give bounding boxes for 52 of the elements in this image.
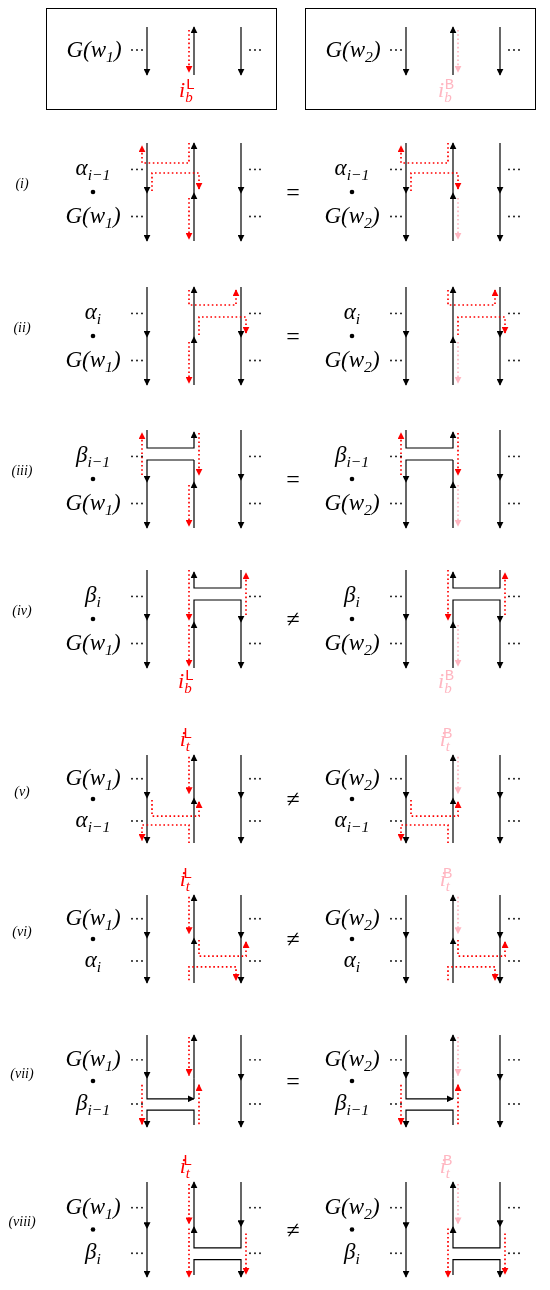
math-label: G(w$_{2}$) <box>324 765 380 792</box>
relation-symbol: = <box>286 467 300 491</box>
math-label: G(w$_{1}$) <box>65 630 121 657</box>
math-label: α$_{i−1}$ <box>334 156 370 183</box>
relation-symbol: ≠ <box>286 607 300 631</box>
relation-symbol: ≠ <box>286 1217 300 1242</box>
case-label: (i) <box>15 177 29 192</box>
relation-symbol: ≠ <box>286 787 300 811</box>
math-label: β$_{i}$ <box>344 583 360 610</box>
math-label: G(w$_{1}$) <box>65 1194 121 1221</box>
math-label: β$_{i−1}$ <box>334 1090 370 1118</box>
case-label: (vii) <box>10 1066 34 1081</box>
math-label: G(w$_{2}$) <box>324 905 380 932</box>
case-label: (ii) <box>13 321 31 336</box>
math-label: β$_{i−1}$ <box>75 1090 111 1118</box>
math-label: α$_{i}$ <box>84 947 102 975</box>
case-label: (viii) <box>8 1214 36 1229</box>
math-label: G(w$_{2}$) <box>324 630 380 657</box>
math-label: β$_{i}$ <box>85 583 101 610</box>
math-label: G(w$_{2}$) <box>324 490 380 517</box>
math-label: G(w$_{1}$) <box>65 905 121 932</box>
case-label: (v) <box>14 784 30 799</box>
math-label: G(w$_{2}$) <box>324 1194 380 1221</box>
math-label: G(w$_{1}$) <box>65 1046 121 1073</box>
math-label: G(w$_{2}$) <box>324 1046 380 1073</box>
math-label: α$_{i−1}$ <box>75 807 111 835</box>
math-label: G(w$_{1}$) <box>66 37 122 65</box>
math-label: α$_{i−1}$ <box>334 807 370 835</box>
math-label: α$_{i−1}$ <box>75 156 111 183</box>
relation-symbol: = <box>286 324 300 348</box>
relation-symbol: = <box>286 180 300 204</box>
math-label: G(w$_{1}$) <box>65 490 121 517</box>
math-label: G(w$_{2}$) <box>324 347 380 374</box>
case-label: (iii) <box>11 464 33 479</box>
math-label: G(w$_{2}$) <box>325 37 381 65</box>
case-label: (iv) <box>12 604 32 619</box>
relation-symbol: ≠ <box>286 927 300 951</box>
math-label: β$_{i}$ <box>85 1240 101 1267</box>
math-label: G(w$_{1}$) <box>65 347 121 374</box>
diagram-box <box>46 8 277 110</box>
math-label: α$_{i}$ <box>84 300 102 327</box>
relation-symbol: = <box>286 1069 300 1093</box>
case-label: (vi) <box>12 924 32 939</box>
math-label: β$_{i−1}$ <box>334 443 370 470</box>
diagram-box <box>305 8 536 110</box>
math-label: α$_{i}$ <box>343 947 361 975</box>
math-label: β$_{i−1}$ <box>75 443 111 470</box>
math-label: G(w$_{2}$) <box>324 203 380 230</box>
math-label: G(w$_{1}$) <box>65 203 121 230</box>
math-label: G(w$_{1}$) <box>65 765 121 792</box>
math-label: α$_{i}$ <box>343 300 361 327</box>
math-label: β$_{i}$ <box>344 1240 360 1267</box>
